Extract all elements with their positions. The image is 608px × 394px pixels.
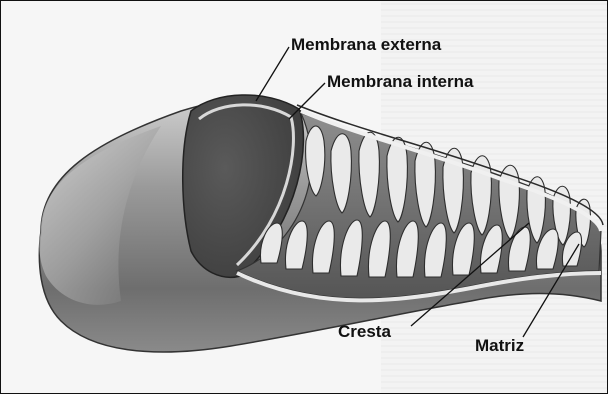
leader-outer-membrane — [256, 47, 289, 101]
label-inner-membrane: Membrana interna — [327, 73, 473, 90]
label-matrix: Matriz — [475, 337, 524, 354]
label-outer-membrane: Membrana externa — [291, 36, 441, 53]
label-crista: Cresta — [338, 323, 391, 340]
